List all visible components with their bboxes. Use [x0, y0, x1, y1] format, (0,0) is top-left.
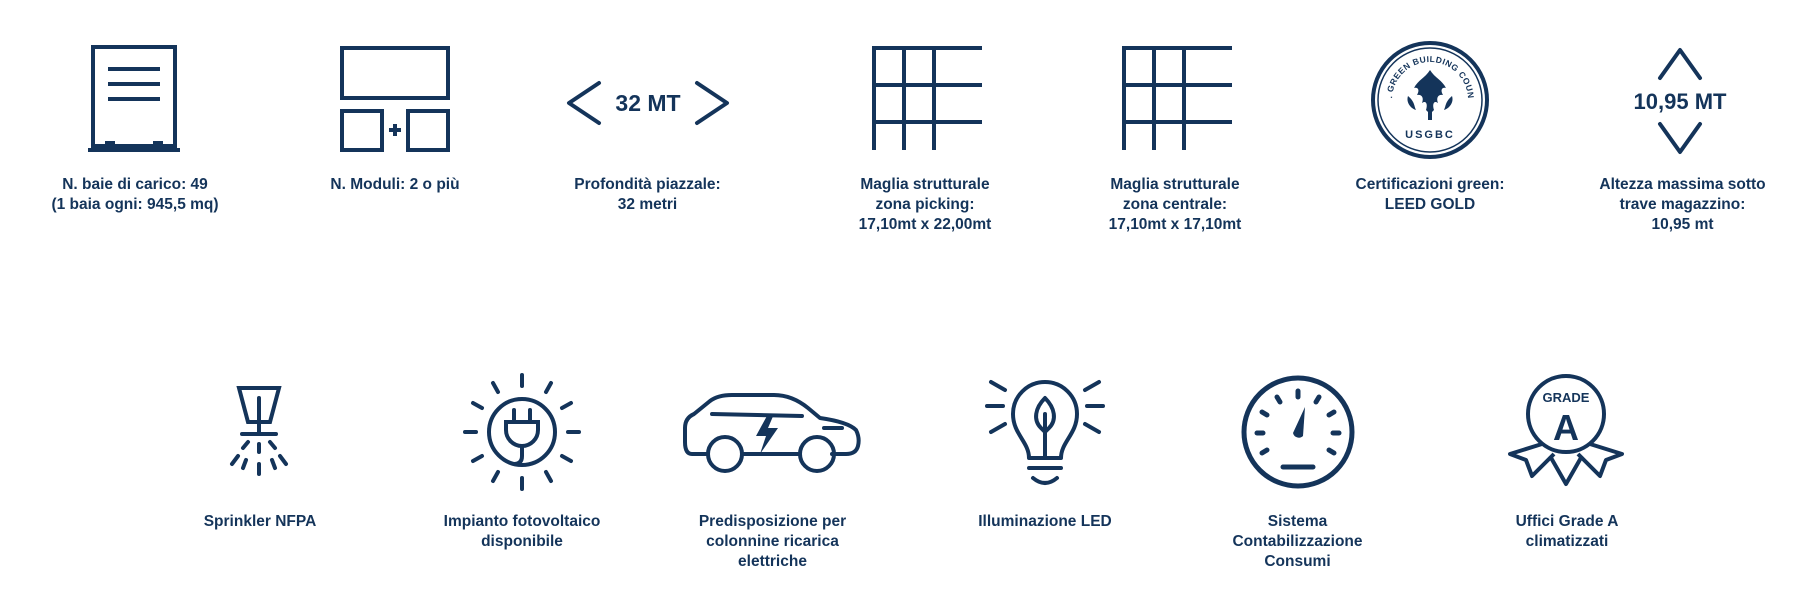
grade-a-badge-icon: GRADE A: [1508, 374, 1624, 486]
loading-bay-icon: [88, 45, 180, 152]
depth-arrows-icon: 32 MT: [567, 81, 729, 125]
feature-label: Maglia strutturale zona centrale: 17,10m…: [1108, 176, 1242, 233]
badge-top-text: GRADE: [1543, 390, 1590, 405]
feature-label: Profondità piazzale: 32 metri: [574, 176, 721, 213]
solar-plug-icon: [463, 373, 581, 491]
feature-label: Altezza massima sotto trave magazzino: 1…: [1599, 176, 1766, 233]
feature-label: Sistema Contabilizzazione Consumi: [1232, 513, 1363, 570]
feature-label: Certificazioni green: LEED GOLD: [1355, 176, 1505, 213]
feature-label: N. baie di carico: 49 (1 baia ogni: 945,…: [51, 176, 219, 213]
feature-label: Illuminazione LED: [978, 513, 1112, 530]
feature-label: Impianto fotovoltaico disponibile: [443, 513, 601, 550]
feature-label: Sprinkler NFPA: [203, 513, 317, 530]
feature-label: Predisposizione per colonnine ricarica e…: [698, 513, 847, 570]
height-value-text: 10,95 MT: [1634, 89, 1727, 114]
seal-bottom-text: USGBC: [1405, 129, 1455, 141]
height-arrows-icon: 10,95 MT: [1634, 48, 1727, 154]
modules-icon: [340, 46, 450, 152]
electric-car-icon: [683, 393, 861, 473]
depth-value-text: 32 MT: [615, 90, 680, 116]
feature-label: N. Moduli: 2 o più: [330, 176, 460, 193]
badge-letter-text: A: [1553, 407, 1579, 448]
feature-label: Maglia strutturale zona picking: 17,10mt…: [858, 176, 992, 233]
feature-label: Uffici Grade A climatizzati: [1515, 513, 1619, 550]
grid-icon: [872, 46, 982, 150]
usgbc-seal-icon: U.S. GREEN BUILDING COUNCIL USGBC: [1367, 32, 1489, 159]
gauge-icon: [1241, 375, 1355, 489]
sprinkler-icon: [230, 386, 288, 476]
led-bulb-icon: [985, 380, 1105, 485]
grid-icon: [1122, 46, 1232, 150]
